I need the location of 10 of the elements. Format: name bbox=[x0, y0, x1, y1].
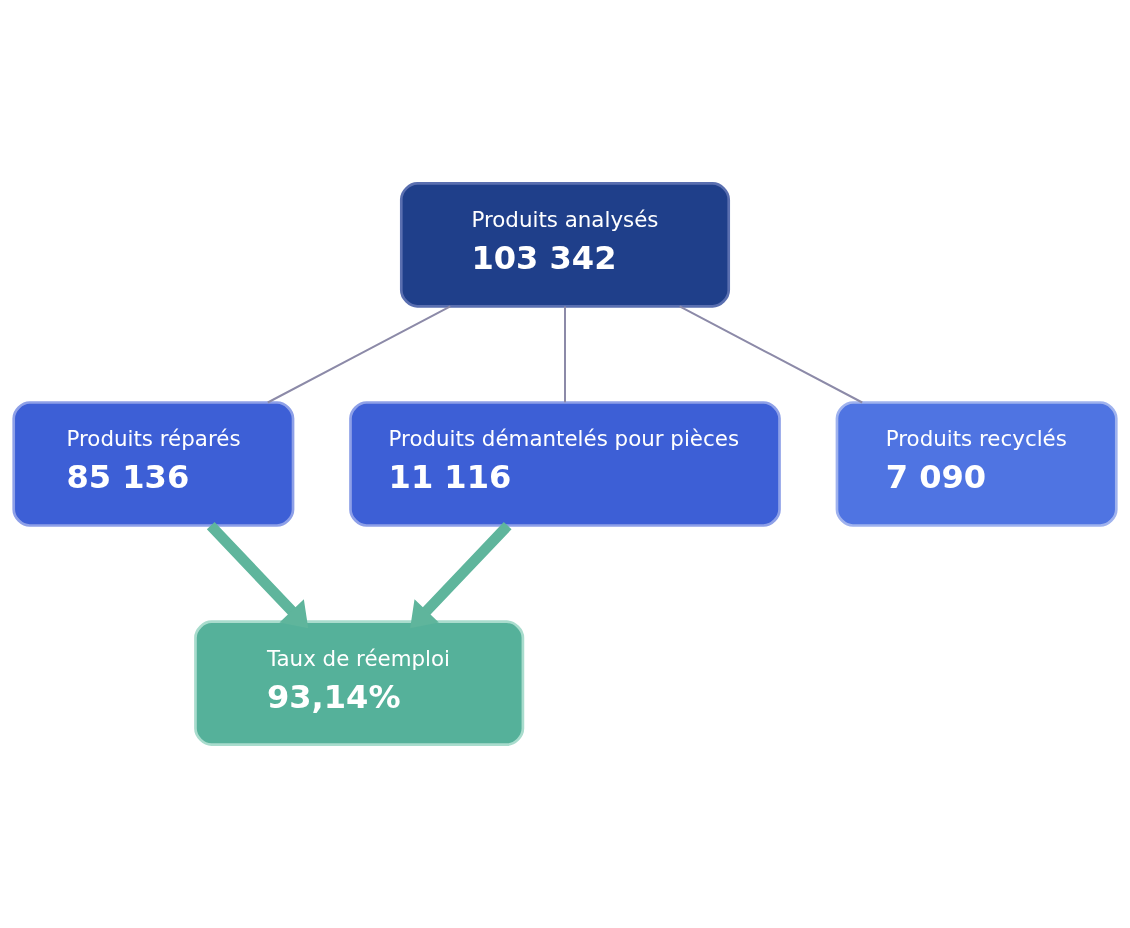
node-box: Produits réparés 85 136 bbox=[12, 401, 295, 527]
arrow bbox=[410, 521, 512, 629]
node-box: Produits démantelés pour pièces 11 116 bbox=[349, 401, 781, 527]
arrow bbox=[206, 521, 309, 629]
connector bbox=[678, 305, 864, 404]
node-box: Taux de réemploi 93,14% bbox=[194, 620, 525, 746]
connector bbox=[266, 305, 452, 404]
connector bbox=[564, 305, 566, 404]
node-box: Produits analysés 103 342 bbox=[399, 182, 731, 308]
node-box: Produits recyclés 7 090 bbox=[835, 401, 1118, 527]
